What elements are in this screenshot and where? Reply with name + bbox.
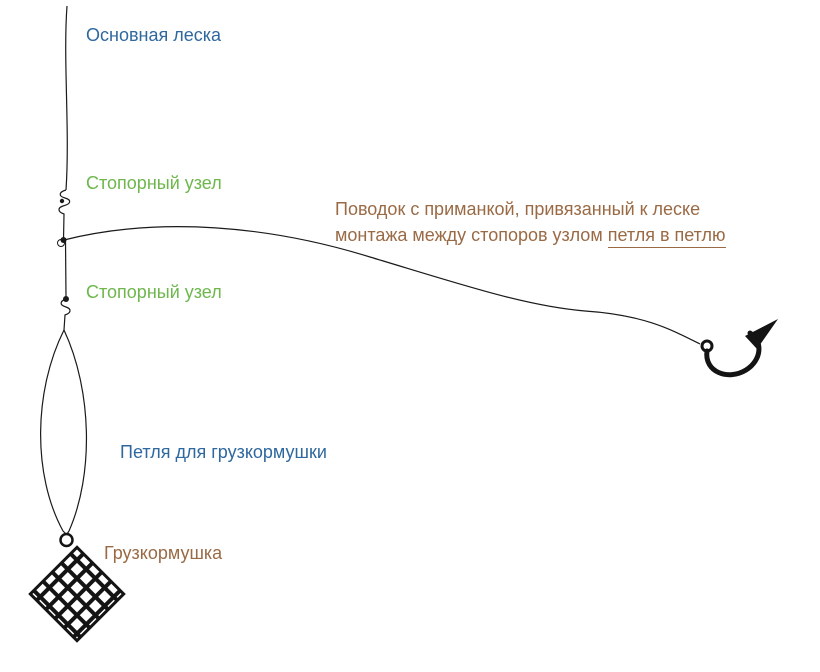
fishing-hook-icon — [700, 319, 778, 378]
swivel-ring-icon — [59, 532, 74, 548]
leader-line — [63, 226, 701, 345]
line-between-stoppers — [64, 239, 67, 298]
stopper-knot-top-shape — [58, 189, 71, 241]
stopper-knot-bottom-shape — [60, 298, 71, 331]
leader-note-underlined: петля в петлю — [607, 225, 726, 248]
leader-note-line2: монтажа между стопоров узлом — [335, 225, 608, 245]
feeder-label: Грузкормушка — [104, 543, 223, 563]
main-line — [65, 5, 68, 191]
feeder-basket-icon — [28, 545, 126, 643]
feeder-loop-label: Петля для грузкормушки — [120, 442, 327, 462]
leader-note-line1: Поводок с приманкой, привязанный к леске — [335, 199, 701, 219]
feeder-loop-line — [40, 329, 88, 535]
stopper-knot-top-label: Стопорный узел — [86, 173, 222, 193]
knot-dot — [59, 198, 65, 204]
leader-note: Поводок с приманкой, привязанный к леске… — [335, 196, 726, 248]
main-line-label: Основная леска — [86, 25, 222, 45]
stopper-knot-bottom-label: Стопорный узел — [86, 282, 222, 302]
